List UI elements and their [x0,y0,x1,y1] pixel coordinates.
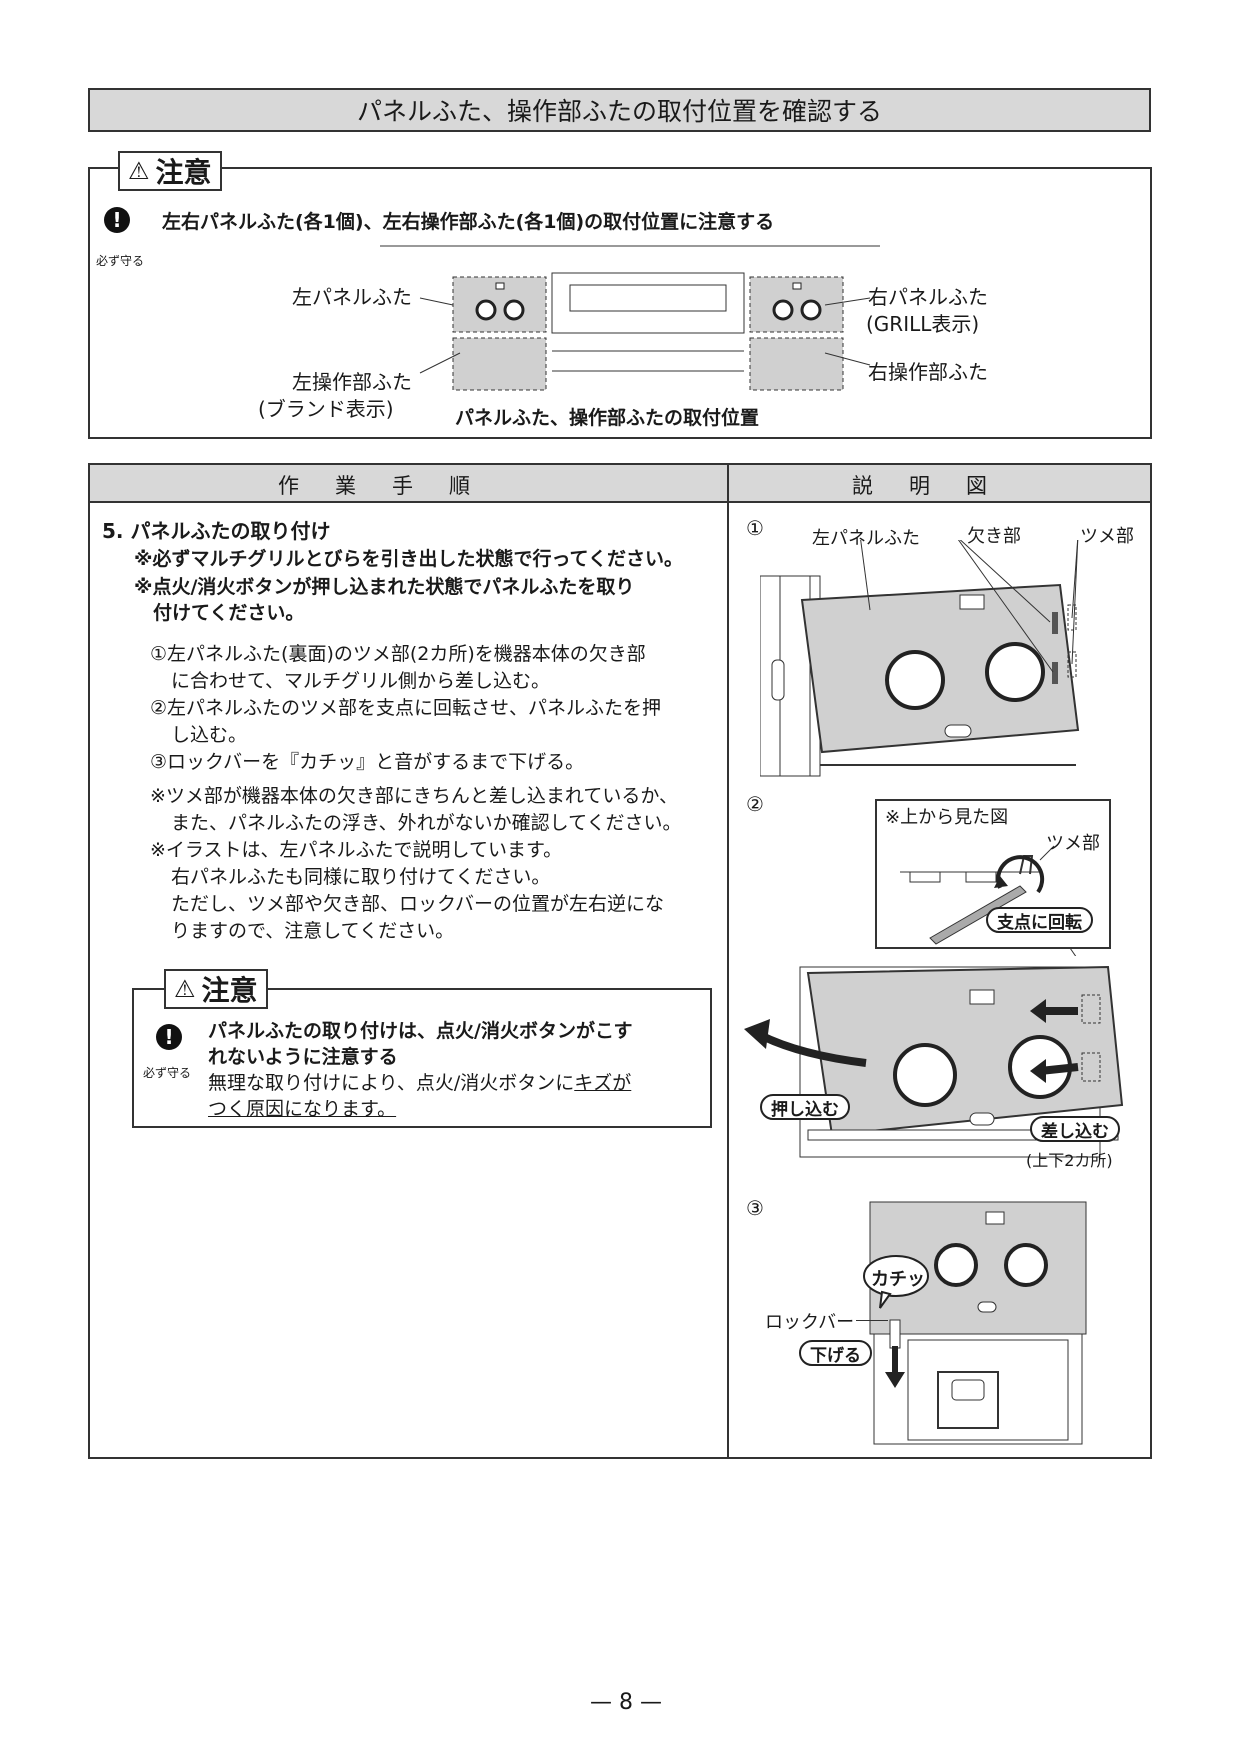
caution-label-2: ⚠ 注意 [164,969,268,1009]
right-op-label: 右操作部ふた [868,360,988,384]
figure-2-number: ② [746,792,764,816]
fig2-push-badge: 押し込む [760,1094,850,1120]
left-op-label: 左操作部ふた [292,370,412,394]
figure-2-illustration [744,965,1124,1158]
note-3a: ※ツメ部が機器本体の欠き部にきちんと差し込まれているか、 [150,785,678,807]
substep-2a: ②左パネルふたのツメ部を支点に回転させ、パネルふたを押 [150,697,662,719]
fig1-panel-label: 左パネルふた [812,528,920,549]
fig3-lockbar-leader [856,1320,888,1321]
step-heading: 5. パネルふたの取り付け [102,519,331,543]
stove-position-diagram [380,245,880,391]
note-4d: りますので、注意してください。 [171,920,455,942]
caution2-text-a-underline: キズが [574,1072,632,1094]
must-follow-icon: ! [104,207,130,233]
fig3-lockbar-label: ロックバー [765,1312,855,1333]
caution-label-2-text: 注意 [201,974,258,1007]
section-title: パネルふた、操作部ふたの取付位置を確認する [88,88,1151,132]
col-procedure-header: 作業手順 [278,474,506,498]
fig2-claw-label: ツメ部 [1046,833,1100,854]
note-3b: また、パネルふたの浮き、外れがないか確認してください。 [171,812,682,834]
fig2-top-view-label: ※上から見た図 [885,807,1009,828]
note-4c: ただし、ツメ部や欠き部、ロックバーの位置が左右逆にな [171,893,665,915]
caution2-text-a-pre: 無理な取り付けにより、点火/消火ボタンに [208,1072,575,1094]
diagram-caption: パネルふた、操作部ふたの取付位置 [455,407,760,429]
substep-1b: に合わせて、マルチグリル側から差し込む。 [171,670,551,692]
must-follow-icon-2: ! [156,1024,182,1050]
substep-1a: ①左パネルふた(裏面)のツメ部(2カ所)を機器本体の欠き部 [150,643,646,665]
table-divider [727,463,729,1459]
caution2-bold-a: パネルふたの取り付けは、点火/消火ボタンがこす [208,1020,633,1042]
must-follow-label-2: 必ず守る [143,1066,192,1080]
note-2b: 付けてください。 [153,602,305,624]
caution2-bold-b: れないように注意する [208,1046,398,1068]
fig1-claw-label: ツメ部 [1080,526,1134,547]
page-number: — 8 — [590,1690,662,1715]
caution2-text-a: 無理な取り付けにより、点火/消火ボタンにキズが [208,1070,631,1096]
caution-message: 左右パネルふた(各1個)、左右操作部ふた(各1個)の取付位置に注意する [162,211,775,233]
caution2-text-b: つく原因になります。 [208,1098,397,1120]
caution-label: ⚠ 注意 [118,151,222,191]
fig2-pivot-badge: 支点に回転 [986,907,1093,933]
fig3-click-label: カチッ [871,1269,925,1290]
caution-box-2 [132,988,712,1128]
figure-1-number: ① [746,516,764,540]
fig2-places-note: (上下2カ所) [1026,1151,1113,1170]
fig3-click-bubble [863,1255,929,1309]
warning-icon: ⚠ [128,157,150,185]
caution-label-text: 注意 [155,156,212,189]
substep-3: ③ロックバーを『カチッ』と音がするまで下げる。 [150,751,585,773]
figure-1-illustration [760,540,1080,777]
note-4b: 右パネルふたも同様に取り付けてください。 [171,866,551,888]
procedure-table [88,463,1152,1459]
fig3-lower-badge: 下げる [799,1340,872,1366]
fig2-insert-badge: 差し込む [1030,1116,1120,1142]
right-panel-note: (GRILL表示) [866,312,980,336]
warning-icon: ⚠ [174,975,196,1003]
fig1-notch-label: 欠き部 [967,526,1021,547]
must-follow-label: 必ず守る [96,254,145,268]
section-title-text: パネルふた、操作部ふたの取付位置を確認する [356,97,882,126]
caution-box [88,167,1152,439]
note-4a: ※イラストは、左パネルふたで説明しています。 [150,839,563,861]
left-panel-label: 左パネルふた [292,285,412,309]
left-op-note: (ブランド表示) [258,397,394,421]
right-panel-label: 右パネルふた [868,285,988,309]
table-header [90,465,1150,503]
figure-3-illustration [869,1201,1087,1445]
figure-3-number: ③ [746,1196,764,1220]
note-2a: ※点火/消火ボタンが押し込まれた状態でパネルふたを取り [134,576,635,598]
substep-2b: し込む。 [171,724,248,746]
col-figure-header: 説明図 [852,474,1023,498]
note-1: ※必ずマルチグリルとびらを引き出した状態で行ってください。 [134,548,683,570]
